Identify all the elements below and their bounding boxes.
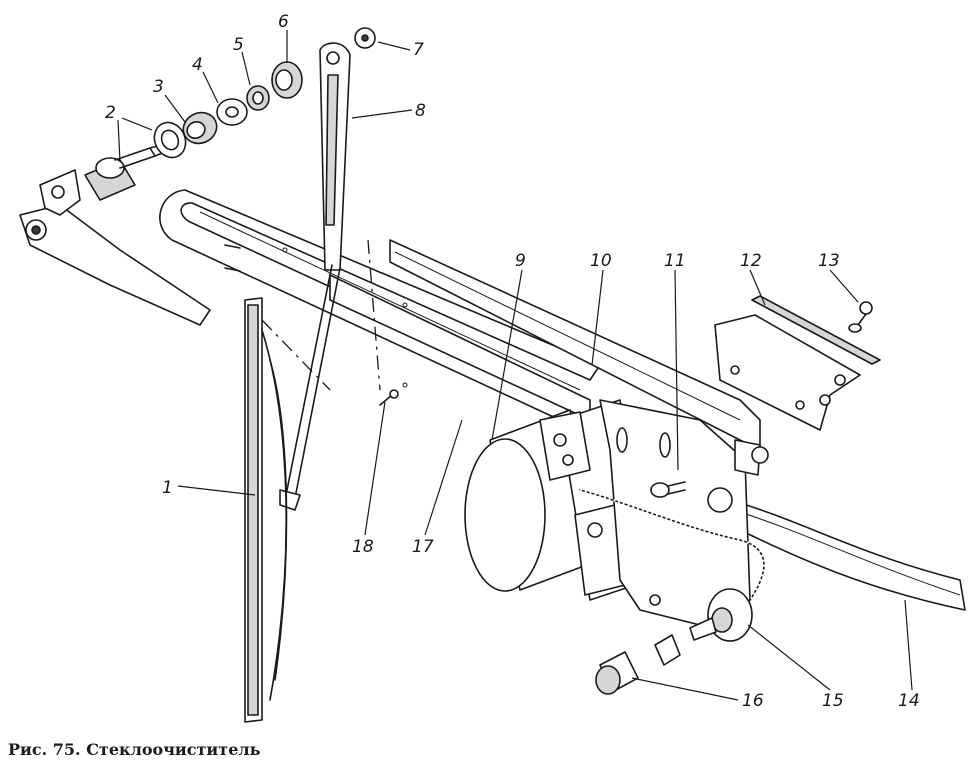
- bracket: [714, 314, 861, 431]
- figure-caption: Рис. 75. Стеклоочиститель: [8, 740, 261, 759]
- flat-strip-part-14: [729, 499, 966, 611]
- left-pivot-arm: [19, 169, 211, 326]
- callout-10: 10: [590, 251, 612, 271]
- frame-bar-part-10: [329, 239, 761, 451]
- screw-part-18: [379, 389, 399, 406]
- callout-16: 16: [742, 691, 764, 711]
- shaft-part-2: [84, 144, 166, 201]
- screw-part-13: [848, 301, 873, 333]
- washer-part-5b: [246, 85, 270, 111]
- callout-2: 2: [105, 103, 116, 123]
- frame-pivot: [734, 439, 769, 476]
- cap-nut-part-6: [271, 61, 303, 99]
- callout-4: 4: [192, 55, 203, 75]
- nut-part-5: [216, 98, 248, 126]
- alignment-line: [367, 239, 381, 391]
- callout-15: 15: [822, 691, 844, 711]
- callout-7: 7: [413, 40, 424, 60]
- callout-8: 8: [415, 101, 426, 121]
- leader-lines: [117, 30, 913, 701]
- callout-3: 3: [153, 77, 164, 97]
- callout-13: 13: [818, 251, 840, 271]
- wiper-blade-part-1: [244, 297, 288, 723]
- alignment-line-2: [261, 319, 331, 391]
- gasket-part-12: [751, 295, 881, 365]
- crank-part-15: [689, 588, 753, 642]
- cap-nut-part-16: [595, 634, 681, 695]
- callout-11: 11: [664, 251, 686, 271]
- callout-14: 14: [898, 691, 920, 711]
- callout-1: 1: [162, 478, 173, 498]
- callout-17: 17: [412, 537, 434, 557]
- bolt-part-11: [650, 481, 686, 498]
- callout-6: 6: [278, 12, 289, 32]
- callout-12: 12: [740, 251, 762, 271]
- bushing-part-4: [182, 111, 218, 145]
- cable: [579, 489, 765, 601]
- callout-9: 9: [515, 251, 526, 271]
- callout-labels: 1 2 3 4 5 6 7 8 9 10 11 12 13 14 15 16 1…: [105, 12, 920, 711]
- callout-5: 5: [233, 35, 244, 55]
- callout-18: 18: [352, 537, 374, 557]
- acorn-nut-part-7: [354, 27, 376, 49]
- wiper-arm-part-8: [279, 42, 351, 511]
